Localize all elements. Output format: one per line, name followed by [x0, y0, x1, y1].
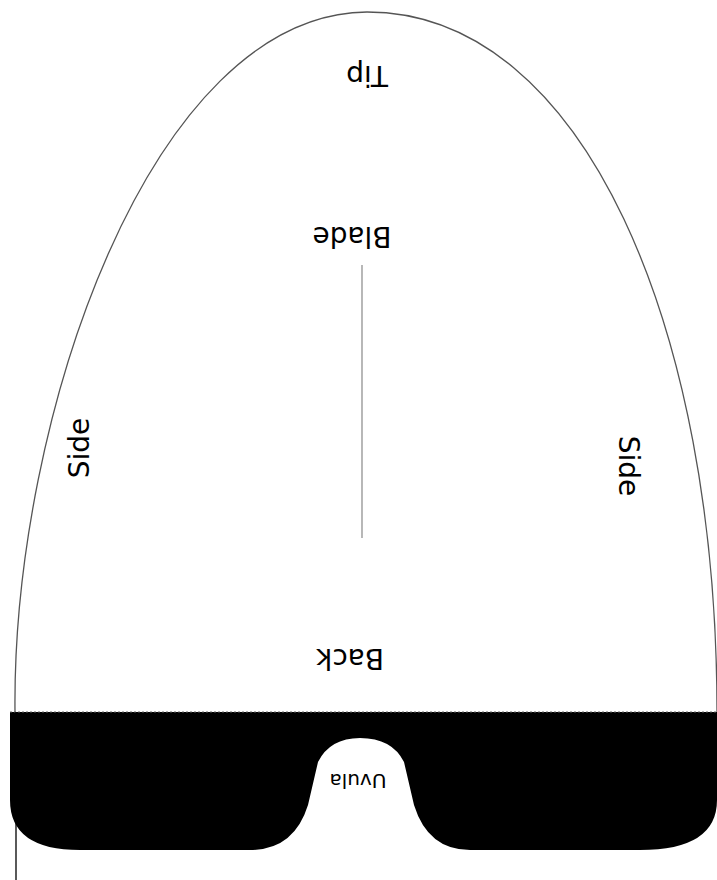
part-label: Blade: [312, 222, 391, 250]
part-label: Uvula: [328, 770, 389, 792]
part-label: Side: [66, 418, 94, 479]
midline: [361, 265, 362, 538]
tongue-outline: [15, 12, 717, 712]
left-edge-line: [15, 712, 16, 880]
part-label: Tip: [346, 61, 388, 89]
dashed-boundary: [10, 712, 717, 713]
part-label: Side: [614, 436, 642, 497]
part-label: Back: [316, 644, 384, 672]
soft-palate: [10, 712, 717, 850]
